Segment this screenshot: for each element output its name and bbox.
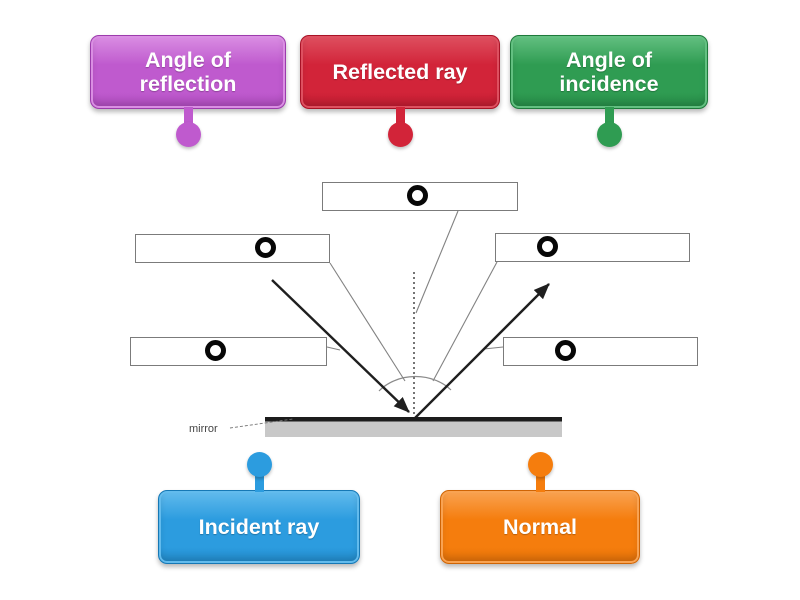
label-chip-reflected-ray[interactable]: Reflected ray xyxy=(300,35,500,148)
leader-line-top-box xyxy=(415,210,459,314)
label-chip-angle-of-reflection[interactable]: Angle of reflection xyxy=(90,35,286,148)
chip-label: Angle of incidence xyxy=(559,47,659,96)
reflected-ray-line xyxy=(414,283,550,419)
chip-pin-dot xyxy=(175,122,201,148)
drop-zone-2[interactable] xyxy=(135,234,330,263)
incident-ray-line xyxy=(271,279,410,413)
chip-label: Incident ray xyxy=(198,514,320,539)
mirror-label-leader xyxy=(229,418,294,429)
drop-ring xyxy=(407,185,428,206)
chip-label: Normal xyxy=(502,514,578,539)
chip-pin-dot xyxy=(387,122,413,148)
drop-zone-5[interactable] xyxy=(503,337,698,366)
drop-ring xyxy=(205,340,226,361)
leader-line-right-upper-box xyxy=(432,261,498,382)
label-chip-angle-of-incidence[interactable]: Angle of incidence xyxy=(510,35,708,148)
drop-ring xyxy=(537,236,558,257)
drop-zone-1[interactable] xyxy=(322,182,518,211)
chip-pin-dot xyxy=(246,451,272,477)
label-chip-normal[interactable]: Normal xyxy=(440,451,640,564)
mirror-label-text: mirror xyxy=(189,423,218,435)
chip-pin-stem xyxy=(535,471,545,492)
leader-line-right-lower-box xyxy=(483,346,504,350)
drop-ring xyxy=(555,340,576,361)
chip-label: Angle of reflection xyxy=(139,47,237,96)
chip-pin-stem xyxy=(395,107,405,128)
drop-zone-3[interactable] xyxy=(495,233,690,262)
label-chip-incident-ray[interactable]: Incident ray xyxy=(158,451,360,564)
mirror-surface xyxy=(265,417,562,422)
chip-pin-stem xyxy=(604,107,614,128)
chip-pin-dot xyxy=(527,451,553,477)
chip-pin-stem xyxy=(254,471,264,492)
mirror-body xyxy=(265,421,562,437)
chip-pin-stem xyxy=(183,107,193,128)
leader-line-left-upper-box xyxy=(329,262,406,382)
drop-zone-4[interactable] xyxy=(130,337,327,366)
chip-pin-dot xyxy=(596,122,622,148)
drop-ring xyxy=(255,237,276,258)
leader-line-left-lower-box xyxy=(326,346,341,351)
chip-label: Reflected ray xyxy=(332,59,468,84)
angle-arc xyxy=(378,375,452,392)
